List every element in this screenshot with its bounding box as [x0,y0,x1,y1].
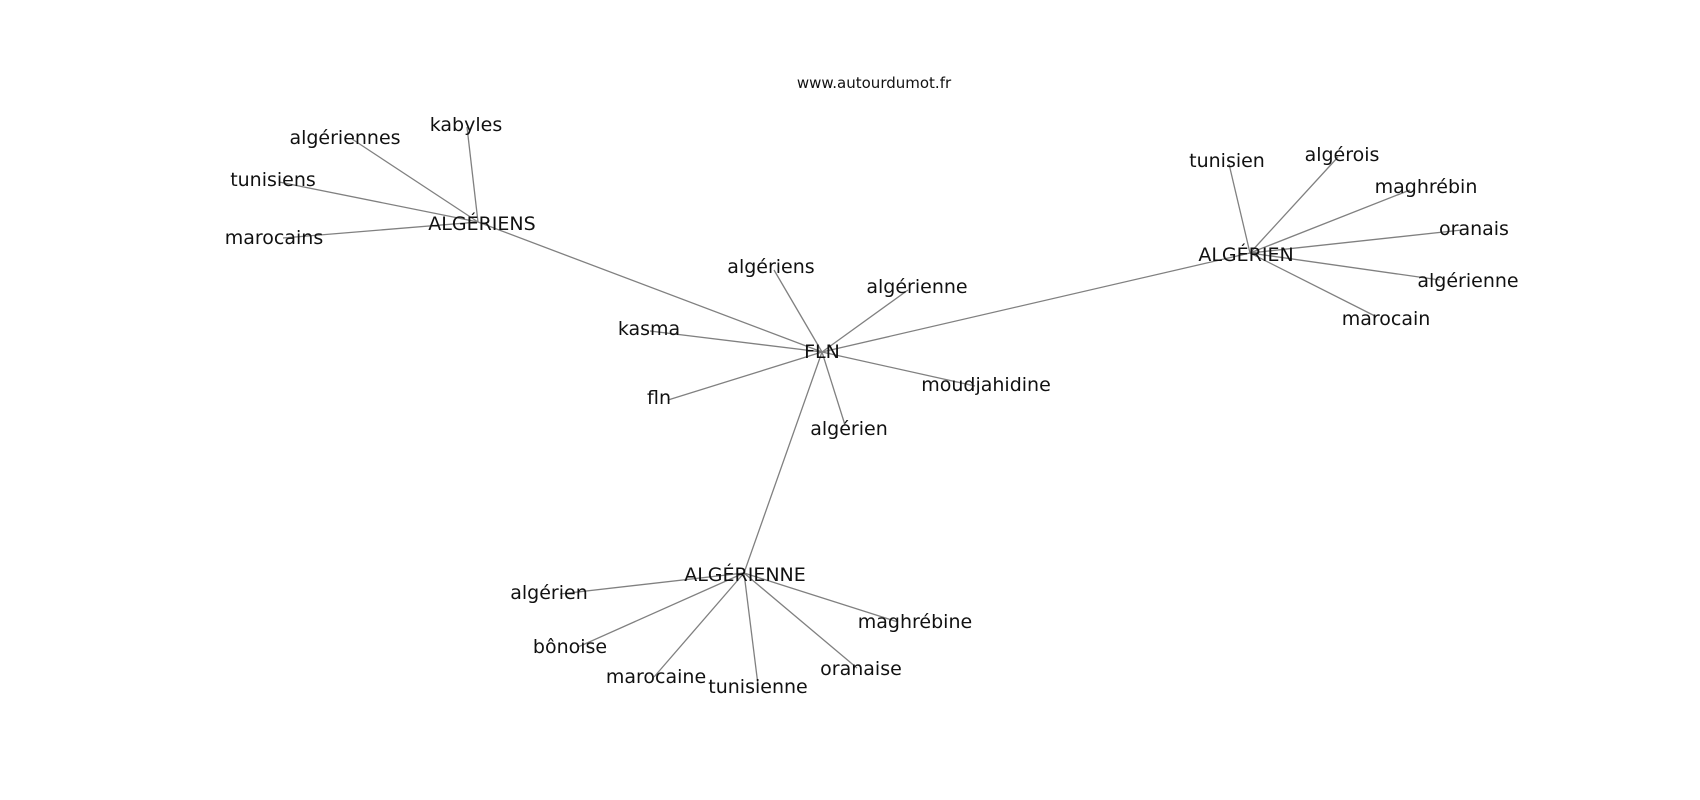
edge-algerienne-oranaise [743,572,858,669]
edge-fln-algeriens [773,269,823,353]
node-algeriens-algeriennes[interactable]: algériennes [289,127,400,149]
edge-algerienne-maghrebine [743,572,899,623]
hub-node-algerienne[interactable]: ALGÉRIENNE [684,563,806,586]
node-algerien-tunisien[interactable]: tunisien [1189,150,1265,172]
node-algeriens-kabyles[interactable]: kabyles [430,114,502,136]
graph-edges [278,126,1463,686]
hub-node-algerien[interactable]: ALGÉRIEN [1198,243,1293,266]
site-watermark: www.autourdumot.fr [797,74,952,92]
node-algeriens[interactable]: algériens [727,256,814,278]
graph-labels: www.autourdumot.fr FLN algériens algérienn… [225,74,1519,698]
edge-algeriens-kabyles [466,126,479,223]
edge-fln-algerienne [821,289,909,353]
edge-algerienne-tunisienne [743,572,759,686]
edge-fln-kasma [649,330,823,353]
node-moudjahidine[interactable]: moudjahidine [921,374,1051,396]
node-algeriens-tunisiens[interactable]: tunisiens [230,169,316,191]
edge-algeriens-tunisiens [278,181,479,223]
node-algerien-maghrebin[interactable]: maghrébin [1375,176,1478,198]
edge-algerienne-algerien [559,572,745,595]
edge-algeriens-marocains [282,221,479,239]
edge-algerien-algerois [1249,156,1339,254]
edge-algerienne-bonoise [577,572,745,648]
node-algerien-marocain[interactable]: marocain [1342,308,1431,330]
node-algerienne-oranaise[interactable]: oranaise [820,658,902,680]
edge-fln-algeriens [477,221,823,353]
hub-node-algeriens[interactable]: ALGÉRIENS [428,212,535,235]
node-algerien-oranais[interactable]: oranais [1439,218,1509,240]
edge-algerien-oranais [1249,229,1463,254]
edge-fln-algerienne [743,351,823,574]
edge-algerien-maghrebin [1249,189,1411,254]
node-kasma[interactable]: kasma [618,318,680,340]
edge-fln-algerien [821,252,1251,353]
node-algerien[interactable]: algérien [810,418,888,440]
edge-algerien-algerienne [1249,252,1441,281]
edge-algerienne-marocaine [653,572,745,678]
edge-fln-algerien [821,351,846,426]
node-algerien-algerienne[interactable]: algérienne [1417,270,1518,292]
node-algerienne-algerien[interactable]: algérien [510,582,588,604]
edge-algerien-marocain [1249,252,1376,317]
edge-fln-moudjahidine [821,351,976,387]
edge-algerien-tunisien [1228,163,1251,254]
node-fln[interactable]: fln [647,387,671,409]
node-algerienne-bonoise[interactable]: bônoise [533,636,607,658]
node-algeriens-marocains[interactable]: marocains [225,227,323,249]
edge-fln-fln [667,351,823,401]
node-algerienne[interactable]: algérienne [866,276,967,298]
node-algerienne-tunisienne[interactable]: tunisienne [708,676,807,698]
node-algerien-algerois[interactable]: algérois [1305,144,1380,166]
node-algerienne-marocaine[interactable]: marocaine [606,666,706,688]
center-node-fln[interactable]: FLN [804,341,840,363]
edge-algeriens-algeriennes [351,138,479,223]
node-algerienne-maghrebine[interactable]: maghrébine [858,611,972,633]
